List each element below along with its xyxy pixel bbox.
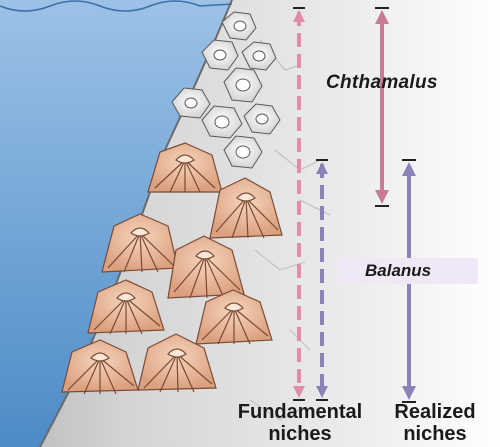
balanus-label: Balanus [365,261,432,280]
chthamalus-8 [223,135,263,169]
barnacle-7 [61,339,139,395]
balanus-label-background [338,258,478,284]
chthamalus-6 [201,105,243,139]
barnacle-4 [167,235,245,299]
water-surface-line [0,0,233,12]
realized-line1: Realized [394,401,476,423]
fundamental-line2: niches [268,423,332,445]
balanus-fundamental-arrow [316,159,328,401]
fundamental-niches-label: Fundamental niches [230,401,370,445]
chthamalus-7 [243,103,281,135]
chthamalus-4 [223,67,263,103]
balanus-barnacles [61,142,283,395]
chthamalus-label: Chthamalus [326,72,438,93]
barnacle-2 [209,177,283,239]
barnacle-1 [147,142,223,193]
barnacle-5 [87,279,165,335]
chthamalus-barnacles [171,11,281,169]
chthamalus-fundamental-arrow [293,7,305,401]
fundamental-line1: Fundamental [237,401,363,423]
barnacle-8 [137,333,217,393]
chthamalus-5 [171,87,211,119]
realized-line2: niches [403,423,467,445]
chthamalus-2 [201,39,239,71]
water [0,0,232,447]
chthamalus-realized-arrow [375,7,389,207]
realized-niches-label: Realized niches [372,401,498,445]
chthamalus-1 [221,11,257,41]
chthamalus-3 [241,41,277,71]
barnacle-3 [101,213,179,273]
barnacle-6 [195,289,273,345]
